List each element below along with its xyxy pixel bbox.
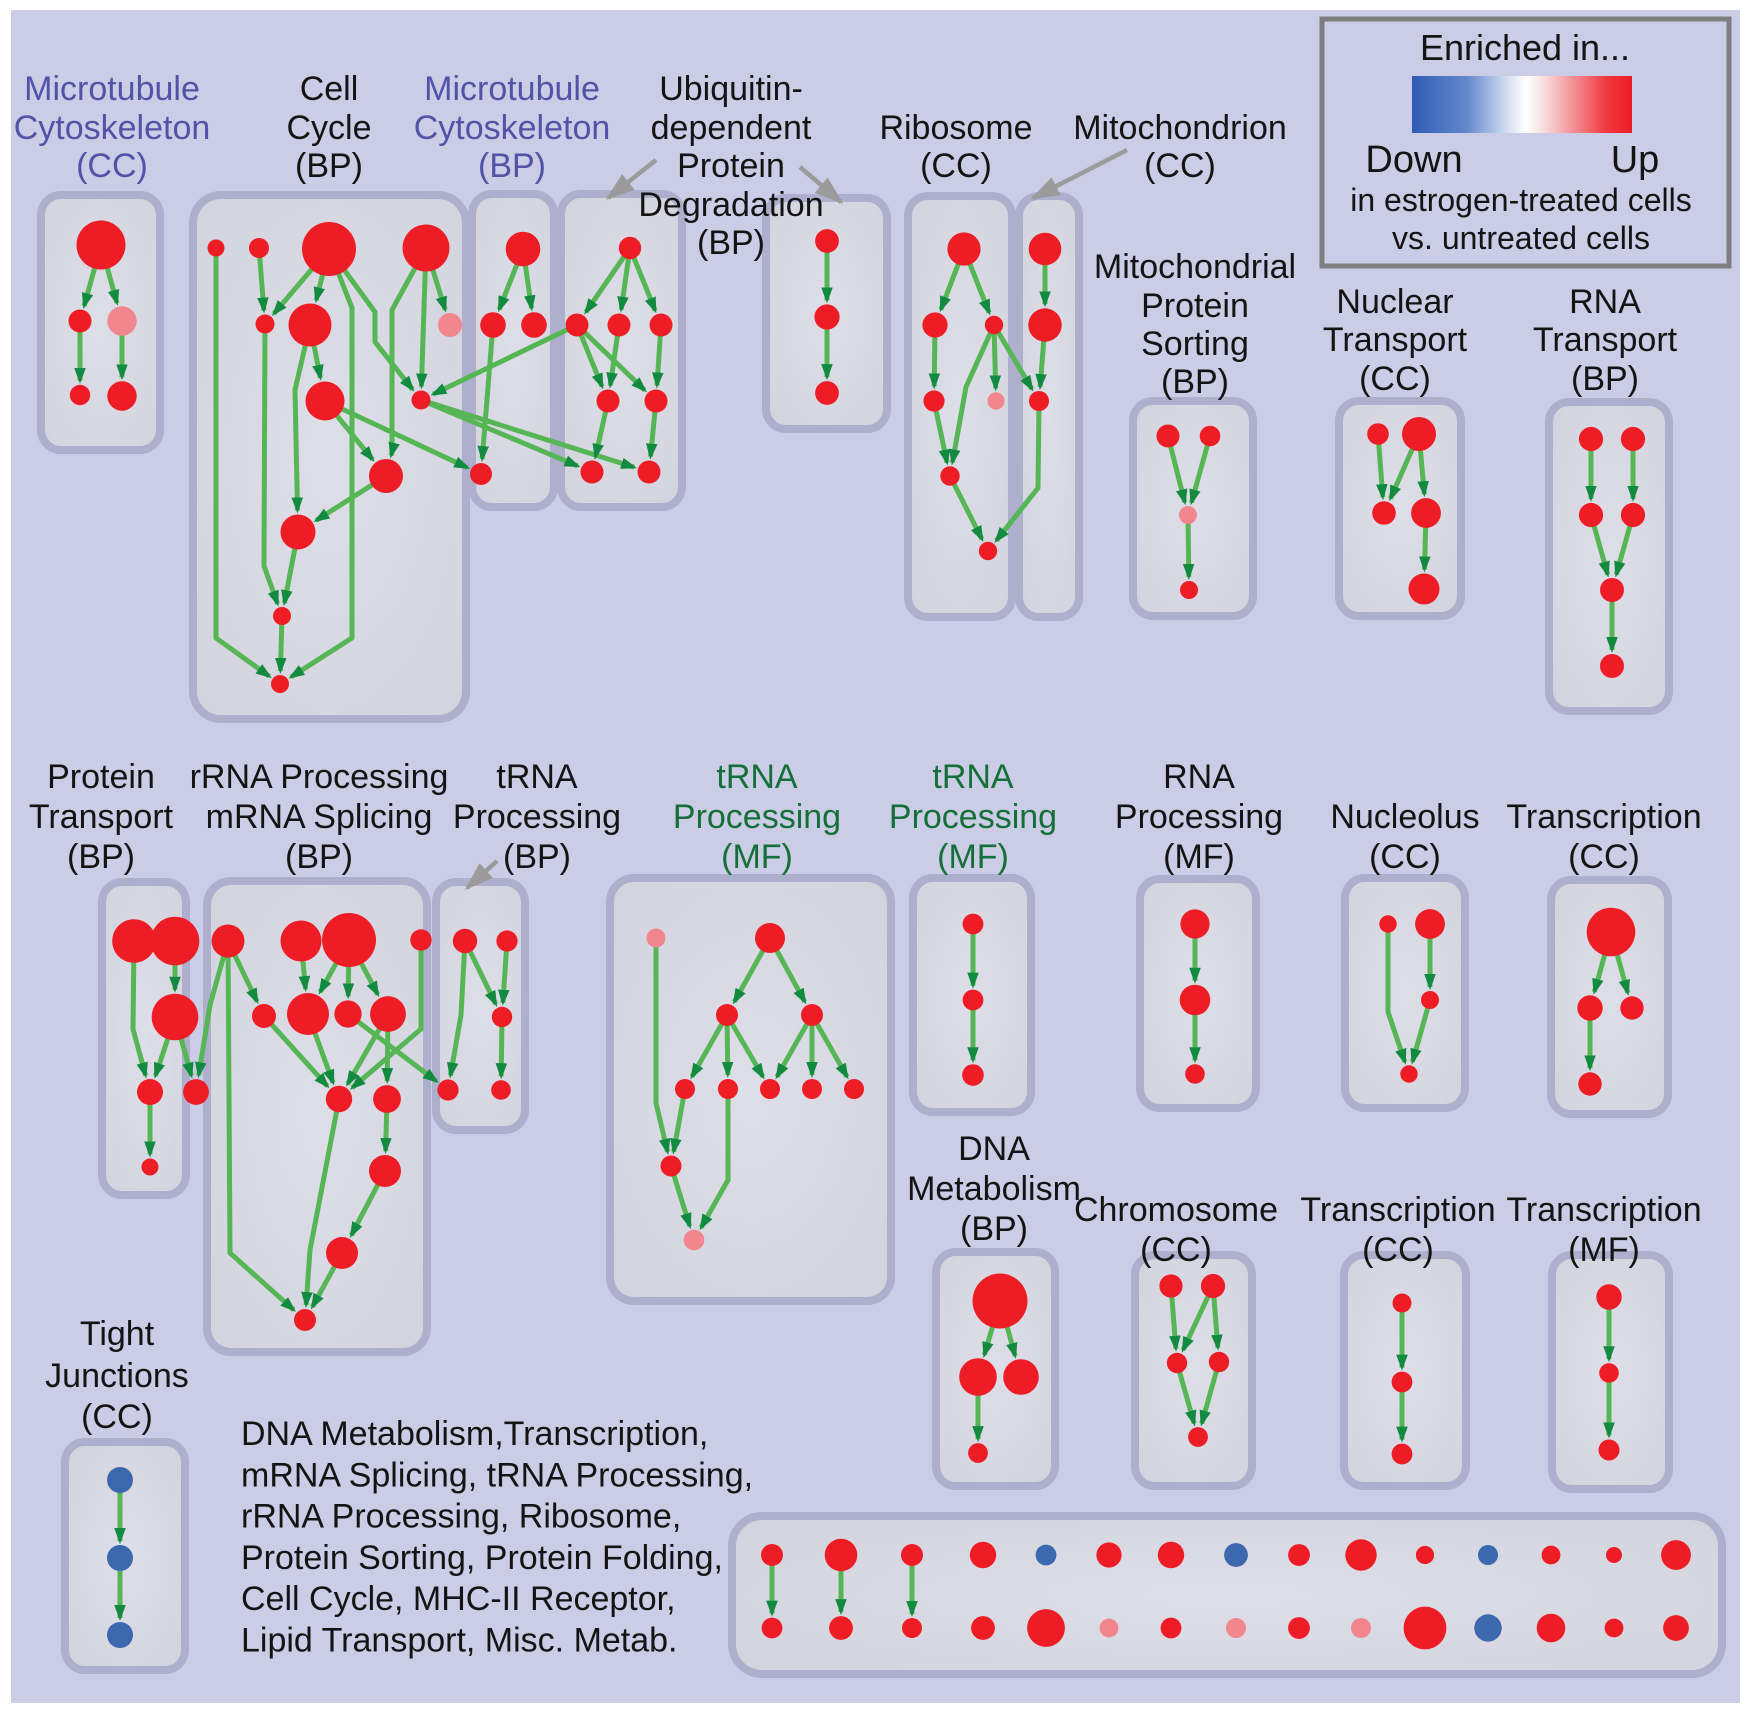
svg-text:Tight: Tight bbox=[80, 1315, 155, 1353]
svg-text:tRNA: tRNA bbox=[716, 758, 798, 796]
svg-text:(CC): (CC) bbox=[1369, 838, 1441, 876]
svg-text:Processing: Processing bbox=[1115, 798, 1283, 836]
svg-text:rRNA Processing, Ribosome,: rRNA Processing, Ribosome, bbox=[241, 1498, 681, 1536]
svg-text:Cell: Cell bbox=[300, 70, 359, 108]
svg-text:(MF): (MF) bbox=[721, 838, 793, 876]
svg-text:Transport: Transport bbox=[1533, 321, 1678, 359]
svg-text:(CC): (CC) bbox=[1359, 360, 1431, 398]
svg-text:RNA: RNA bbox=[1163, 758, 1235, 796]
svg-text:Transcription: Transcription bbox=[1506, 1191, 1701, 1229]
svg-text:mRNA Splicing: mRNA Splicing bbox=[206, 798, 433, 836]
svg-text:(BP): (BP) bbox=[67, 838, 135, 876]
svg-text:rRNA Processing: rRNA Processing bbox=[190, 758, 449, 796]
svg-text:Protein: Protein bbox=[47, 758, 155, 796]
svg-text:(CC): (CC) bbox=[81, 1398, 153, 1436]
svg-text:tRNA: tRNA bbox=[496, 758, 578, 796]
svg-text:Enriched in...: Enriched in... bbox=[1420, 27, 1630, 68]
svg-text:DNA: DNA bbox=[958, 1130, 1030, 1168]
svg-text:(CC): (CC) bbox=[1568, 838, 1640, 876]
svg-text:Metabolism: Metabolism bbox=[907, 1170, 1081, 1208]
svg-text:(CC): (CC) bbox=[76, 147, 148, 185]
svg-text:Up: Up bbox=[1611, 139, 1660, 181]
svg-text:mRNA Splicing, tRNA Processing: mRNA Splicing, tRNA Processing, bbox=[241, 1456, 753, 1494]
svg-text:Nucleolus: Nucleolus bbox=[1330, 798, 1479, 836]
svg-text:(BP): (BP) bbox=[1571, 360, 1639, 398]
svg-text:RNA: RNA bbox=[1569, 283, 1641, 321]
svg-text:Ribosome: Ribosome bbox=[879, 109, 1032, 147]
svg-text:(BP): (BP) bbox=[295, 147, 363, 185]
svg-text:Transcription: Transcription bbox=[1506, 798, 1701, 836]
svg-text:Transport: Transport bbox=[1323, 321, 1468, 359]
svg-text:Junctions: Junctions bbox=[45, 1357, 189, 1395]
svg-text:Processing: Processing bbox=[673, 798, 841, 836]
svg-text:(MF): (MF) bbox=[1568, 1231, 1640, 1269]
svg-text:(CC): (CC) bbox=[1362, 1231, 1434, 1269]
svg-text:(BP): (BP) bbox=[478, 147, 546, 185]
svg-text:dependent: dependent bbox=[651, 109, 812, 147]
svg-text:Down: Down bbox=[1365, 139, 1462, 181]
svg-text:(BP): (BP) bbox=[960, 1210, 1028, 1248]
svg-text:Protein Sorting, Protein Foldi: Protein Sorting, Protein Folding, bbox=[241, 1539, 723, 1577]
svg-text:DNA Metabolism,Transcription,: DNA Metabolism,Transcription, bbox=[241, 1415, 708, 1453]
svg-text:(BP): (BP) bbox=[503, 838, 571, 876]
svg-text:(MF): (MF) bbox=[1163, 838, 1235, 876]
svg-text:Microtubule: Microtubule bbox=[424, 70, 600, 108]
svg-text:Degradation: Degradation bbox=[638, 186, 823, 224]
svg-text:Transcription: Transcription bbox=[1300, 1191, 1495, 1229]
svg-text:Microtubule: Microtubule bbox=[24, 70, 200, 108]
svg-text:Mitochondrial: Mitochondrial bbox=[1094, 248, 1296, 286]
svg-text:Protein: Protein bbox=[677, 147, 785, 185]
svg-text:(BP): (BP) bbox=[697, 224, 765, 262]
svg-text:Ubiquitin-: Ubiquitin- bbox=[659, 70, 803, 108]
svg-text:Cycle: Cycle bbox=[286, 109, 371, 147]
svg-text:(CC): (CC) bbox=[920, 147, 992, 185]
svg-text:Processing: Processing bbox=[453, 798, 621, 836]
svg-text:tRNA: tRNA bbox=[932, 758, 1014, 796]
svg-text:Lipid Transport, Misc. Metab.: Lipid Transport, Misc. Metab. bbox=[241, 1622, 678, 1660]
svg-text:(BP): (BP) bbox=[1161, 363, 1229, 401]
svg-text:Transport: Transport bbox=[29, 798, 174, 836]
svg-text:Nuclear: Nuclear bbox=[1336, 283, 1453, 321]
svg-text:vs. untreated cells: vs. untreated cells bbox=[1392, 220, 1650, 256]
svg-text:(BP): (BP) bbox=[285, 838, 353, 876]
svg-text:(CC): (CC) bbox=[1144, 147, 1216, 185]
svg-text:Cytoskeleton: Cytoskeleton bbox=[414, 109, 611, 147]
svg-text:Cytoskeleton: Cytoskeleton bbox=[14, 109, 211, 147]
svg-text:(MF): (MF) bbox=[937, 838, 1009, 876]
svg-text:(CC): (CC) bbox=[1140, 1231, 1212, 1269]
svg-text:Sorting: Sorting bbox=[1141, 325, 1249, 363]
svg-text:Protein: Protein bbox=[1141, 287, 1249, 325]
svg-text:Processing: Processing bbox=[889, 798, 1057, 836]
svg-text:in estrogen-treated cells: in estrogen-treated cells bbox=[1350, 182, 1692, 218]
svg-text:Mitochondrion: Mitochondrion bbox=[1073, 109, 1287, 147]
svg-text:Cell Cycle, MHC-II Receptor,: Cell Cycle, MHC-II Receptor, bbox=[241, 1580, 676, 1618]
svg-text:Chromosome: Chromosome bbox=[1074, 1191, 1278, 1229]
